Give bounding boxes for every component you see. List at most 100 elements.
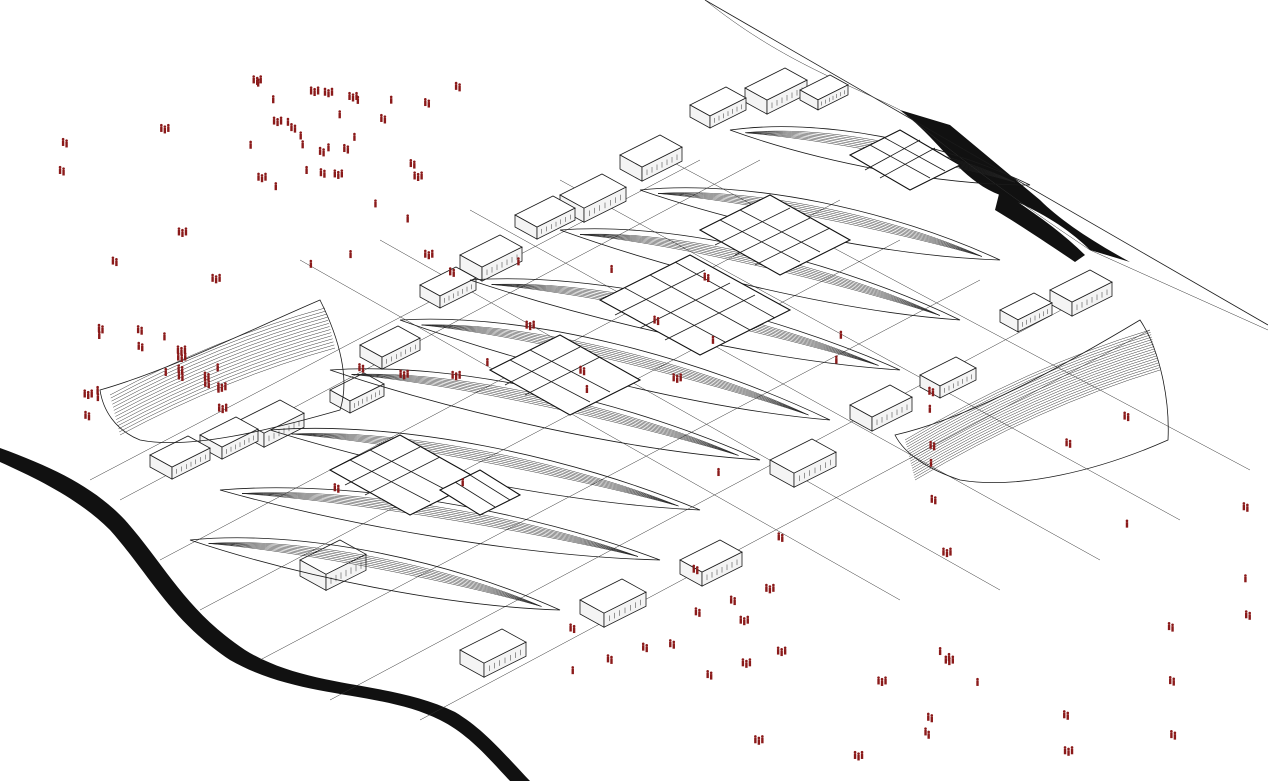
person-figure-icon xyxy=(610,264,613,273)
person-figure-icon xyxy=(571,666,575,675)
person-figure-icon xyxy=(203,378,211,389)
person-figure-icon xyxy=(177,227,188,237)
person-figure-icon xyxy=(96,393,100,402)
person-figure-icon xyxy=(924,727,927,736)
person-figure-icon xyxy=(717,467,720,477)
upper-edge-line xyxy=(704,0,1268,326)
building-box xyxy=(919,356,977,399)
person-figure-icon xyxy=(424,97,431,108)
person-figure-icon xyxy=(451,370,461,381)
person-figure-icon xyxy=(217,403,228,414)
person-figure-icon xyxy=(353,132,356,141)
person-figure-icon xyxy=(517,257,520,266)
person-figure-icon xyxy=(672,373,682,383)
person-figure-icon xyxy=(1063,746,1074,756)
person-figure-icon xyxy=(58,165,65,176)
person-figure-icon xyxy=(1167,622,1174,632)
person-figure-icon xyxy=(380,113,387,124)
building-box xyxy=(579,578,647,628)
person-figure-icon xyxy=(930,494,937,505)
room-grid-south xyxy=(328,434,482,516)
building-box xyxy=(559,173,627,223)
person-figure-icon xyxy=(1244,610,1251,620)
building-box xyxy=(459,234,523,282)
person-figure-icon xyxy=(926,712,934,723)
person-figure-icon xyxy=(706,669,713,680)
person-figure-icon xyxy=(525,320,535,331)
people-figures xyxy=(58,75,1251,761)
person-figure-icon xyxy=(257,172,267,183)
building-box xyxy=(769,438,837,488)
person-figure-icon xyxy=(729,595,736,606)
person-figure-icon xyxy=(305,165,308,174)
person-figure-icon xyxy=(1125,519,1129,528)
upper-right-void xyxy=(900,110,1130,262)
person-figure-icon xyxy=(423,249,434,260)
person-figure-icon xyxy=(177,364,184,374)
building-box xyxy=(514,195,576,240)
person-figure-icon xyxy=(938,646,942,656)
building-box xyxy=(1049,269,1113,317)
person-figure-icon xyxy=(272,116,283,127)
upper-right-void-mass xyxy=(995,190,1085,262)
terraced-wedge-west xyxy=(99,299,345,444)
person-figure-icon xyxy=(454,81,461,92)
building-box xyxy=(689,86,747,129)
person-figure-icon xyxy=(694,607,701,617)
person-figure-icon xyxy=(333,169,344,179)
person-figure-icon xyxy=(606,654,613,664)
person-figure-icon xyxy=(327,143,330,152)
person-figure-icon xyxy=(739,615,750,626)
person-figure-icon xyxy=(176,345,187,355)
person-figure-icon xyxy=(928,386,935,397)
person-figure-icon xyxy=(668,639,676,649)
person-figure-icon xyxy=(461,478,465,487)
person-figure-icon xyxy=(641,642,649,653)
building-box xyxy=(419,266,477,309)
room-grid-center-north xyxy=(698,194,852,276)
person-figure-icon xyxy=(711,335,715,344)
person-figure-icon xyxy=(217,384,220,393)
person-figure-icon xyxy=(290,123,297,133)
person-figure-icon xyxy=(389,95,393,104)
person-figure-icon xyxy=(274,182,278,191)
room-grid-north xyxy=(848,129,962,191)
person-figure-icon xyxy=(692,564,699,575)
person-figure-icon xyxy=(703,272,710,283)
person-figure-icon xyxy=(211,273,221,284)
person-figure-icon xyxy=(853,750,864,761)
person-figure-icon xyxy=(1123,411,1130,422)
upper-edge-inner-line xyxy=(704,0,1268,331)
person-figure-icon xyxy=(348,91,358,102)
person-figure-icon xyxy=(249,140,252,149)
person-figure-icon xyxy=(413,171,423,181)
person-figure-icon xyxy=(271,95,275,104)
building-box xyxy=(679,539,743,587)
person-figure-icon xyxy=(338,110,342,119)
person-figure-icon xyxy=(927,730,930,739)
person-figure-icon xyxy=(97,330,101,340)
person-figure-icon xyxy=(928,404,932,413)
person-figure-icon xyxy=(1065,438,1072,448)
contoured-ridge xyxy=(219,487,661,561)
person-figure-icon xyxy=(309,86,320,97)
person-figure-icon xyxy=(318,146,325,157)
person-figure-icon xyxy=(1242,502,1249,512)
person-figure-icon xyxy=(374,199,377,208)
person-figure-icon xyxy=(111,256,118,267)
contoured-ridge xyxy=(189,537,561,611)
building-box xyxy=(459,628,527,678)
person-figure-icon xyxy=(349,250,352,259)
person-figure-icon xyxy=(406,214,409,223)
surrounding-buildings xyxy=(149,67,1113,678)
lower-left-band xyxy=(0,448,530,781)
person-figure-icon xyxy=(486,358,489,367)
interior-room-grids xyxy=(328,129,962,516)
person-figure-icon xyxy=(164,367,168,376)
person-figure-icon xyxy=(754,735,764,745)
person-figure-icon xyxy=(569,623,576,634)
person-figure-icon xyxy=(97,323,104,334)
person-figure-icon xyxy=(61,137,68,148)
room-grid-south-center xyxy=(488,334,642,416)
person-figure-icon xyxy=(176,352,187,363)
